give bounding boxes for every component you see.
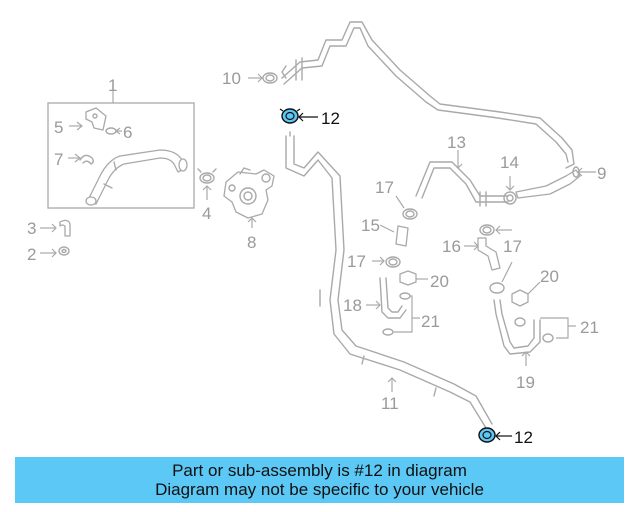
part-5-bracket[interactable] bbox=[85, 107, 107, 131]
part-3-fitting[interactable] bbox=[59, 219, 71, 237]
callout-4: 4 bbox=[202, 204, 211, 223]
callout-14: 14 bbox=[500, 153, 519, 172]
part-8-housing[interactable] bbox=[223, 167, 275, 219]
callout-12-top[interactable]: 12 bbox=[321, 109, 340, 128]
part-2-washer[interactable] bbox=[58, 246, 70, 256]
part-21-washer-left-a[interactable] bbox=[399, 292, 411, 300]
part-12-clamp-bottom[interactable] bbox=[478, 427, 496, 443]
callout-5: 5 bbox=[54, 118, 63, 137]
callout-6: 6 bbox=[123, 123, 132, 142]
part-12-clamp-top[interactable] bbox=[279, 108, 301, 124]
callout-18: 18 bbox=[343, 296, 362, 315]
part-13-hose[interactable] bbox=[415, 161, 509, 207]
part-20-fitting-right[interactable] bbox=[511, 289, 529, 307]
part-1-group-box bbox=[47, 102, 195, 209]
callout-16: 16 bbox=[442, 237, 461, 256]
callout-17-a: 17 bbox=[375, 178, 394, 197]
callout-9: 9 bbox=[597, 164, 606, 183]
callout-11: 11 bbox=[381, 394, 399, 413]
callout-20-right: 20 bbox=[540, 267, 559, 286]
callout-19: 19 bbox=[516, 373, 535, 392]
part-17-clamp-c[interactable] bbox=[385, 256, 401, 268]
callout-2: 2 bbox=[27, 245, 36, 264]
callout-3: 3 bbox=[27, 219, 36, 238]
part-16-hose[interactable] bbox=[477, 237, 501, 271]
part-17-clamp-d[interactable] bbox=[489, 282, 505, 294]
upper-coolant-pipe[interactable] bbox=[281, 21, 575, 169]
callout-7: 7 bbox=[54, 150, 63, 169]
part-20-fitting-left[interactable] bbox=[399, 270, 417, 286]
info-banner: Part or sub-assembly is #12 in diagram D… bbox=[15, 457, 624, 503]
callout-21-left: 21 bbox=[421, 312, 440, 331]
part-9-hose[interactable] bbox=[515, 166, 581, 199]
part-14-clamp[interactable] bbox=[503, 191, 517, 205]
part-1-hose[interactable] bbox=[85, 149, 188, 206]
part-10-clamp[interactable] bbox=[262, 72, 278, 84]
callout-8: 8 bbox=[247, 233, 256, 252]
part-18-pipe[interactable] bbox=[379, 277, 407, 319]
part-6-washer[interactable] bbox=[105, 127, 117, 135]
part-21-washer-right-a[interactable] bbox=[514, 317, 526, 327]
part-17-clamp-b[interactable] bbox=[479, 224, 495, 236]
part-7-clip[interactable] bbox=[79, 154, 94, 165]
part-4-clamp[interactable] bbox=[197, 168, 217, 184]
callout-12-bottom[interactable]: 12 bbox=[514, 428, 533, 447]
banner-line-2: Diagram may not be specific to your vehi… bbox=[155, 480, 484, 499]
callout-1: 1 bbox=[108, 76, 117, 95]
part-11-pipe[interactable] bbox=[285, 131, 493, 429]
callout-17-c: 17 bbox=[347, 252, 366, 271]
callout-17-b: 17 bbox=[503, 237, 522, 256]
part-15-hose[interactable] bbox=[395, 225, 409, 247]
part-17-clamp-a[interactable] bbox=[402, 208, 418, 220]
part-19-pipe[interactable] bbox=[493, 299, 541, 355]
callout-13: 13 bbox=[447, 133, 466, 152]
part-21-washer-left-b[interactable] bbox=[382, 328, 394, 336]
callout-15: 15 bbox=[361, 216, 380, 235]
callout-10: 10 bbox=[222, 69, 241, 88]
callout-20-left: 20 bbox=[430, 272, 449, 291]
callout-21-right: 21 bbox=[580, 318, 599, 337]
banner-line-1: Part or sub-assembly is #12 in diagram bbox=[172, 461, 467, 480]
part-21-washer-right-b[interactable] bbox=[542, 333, 554, 343]
